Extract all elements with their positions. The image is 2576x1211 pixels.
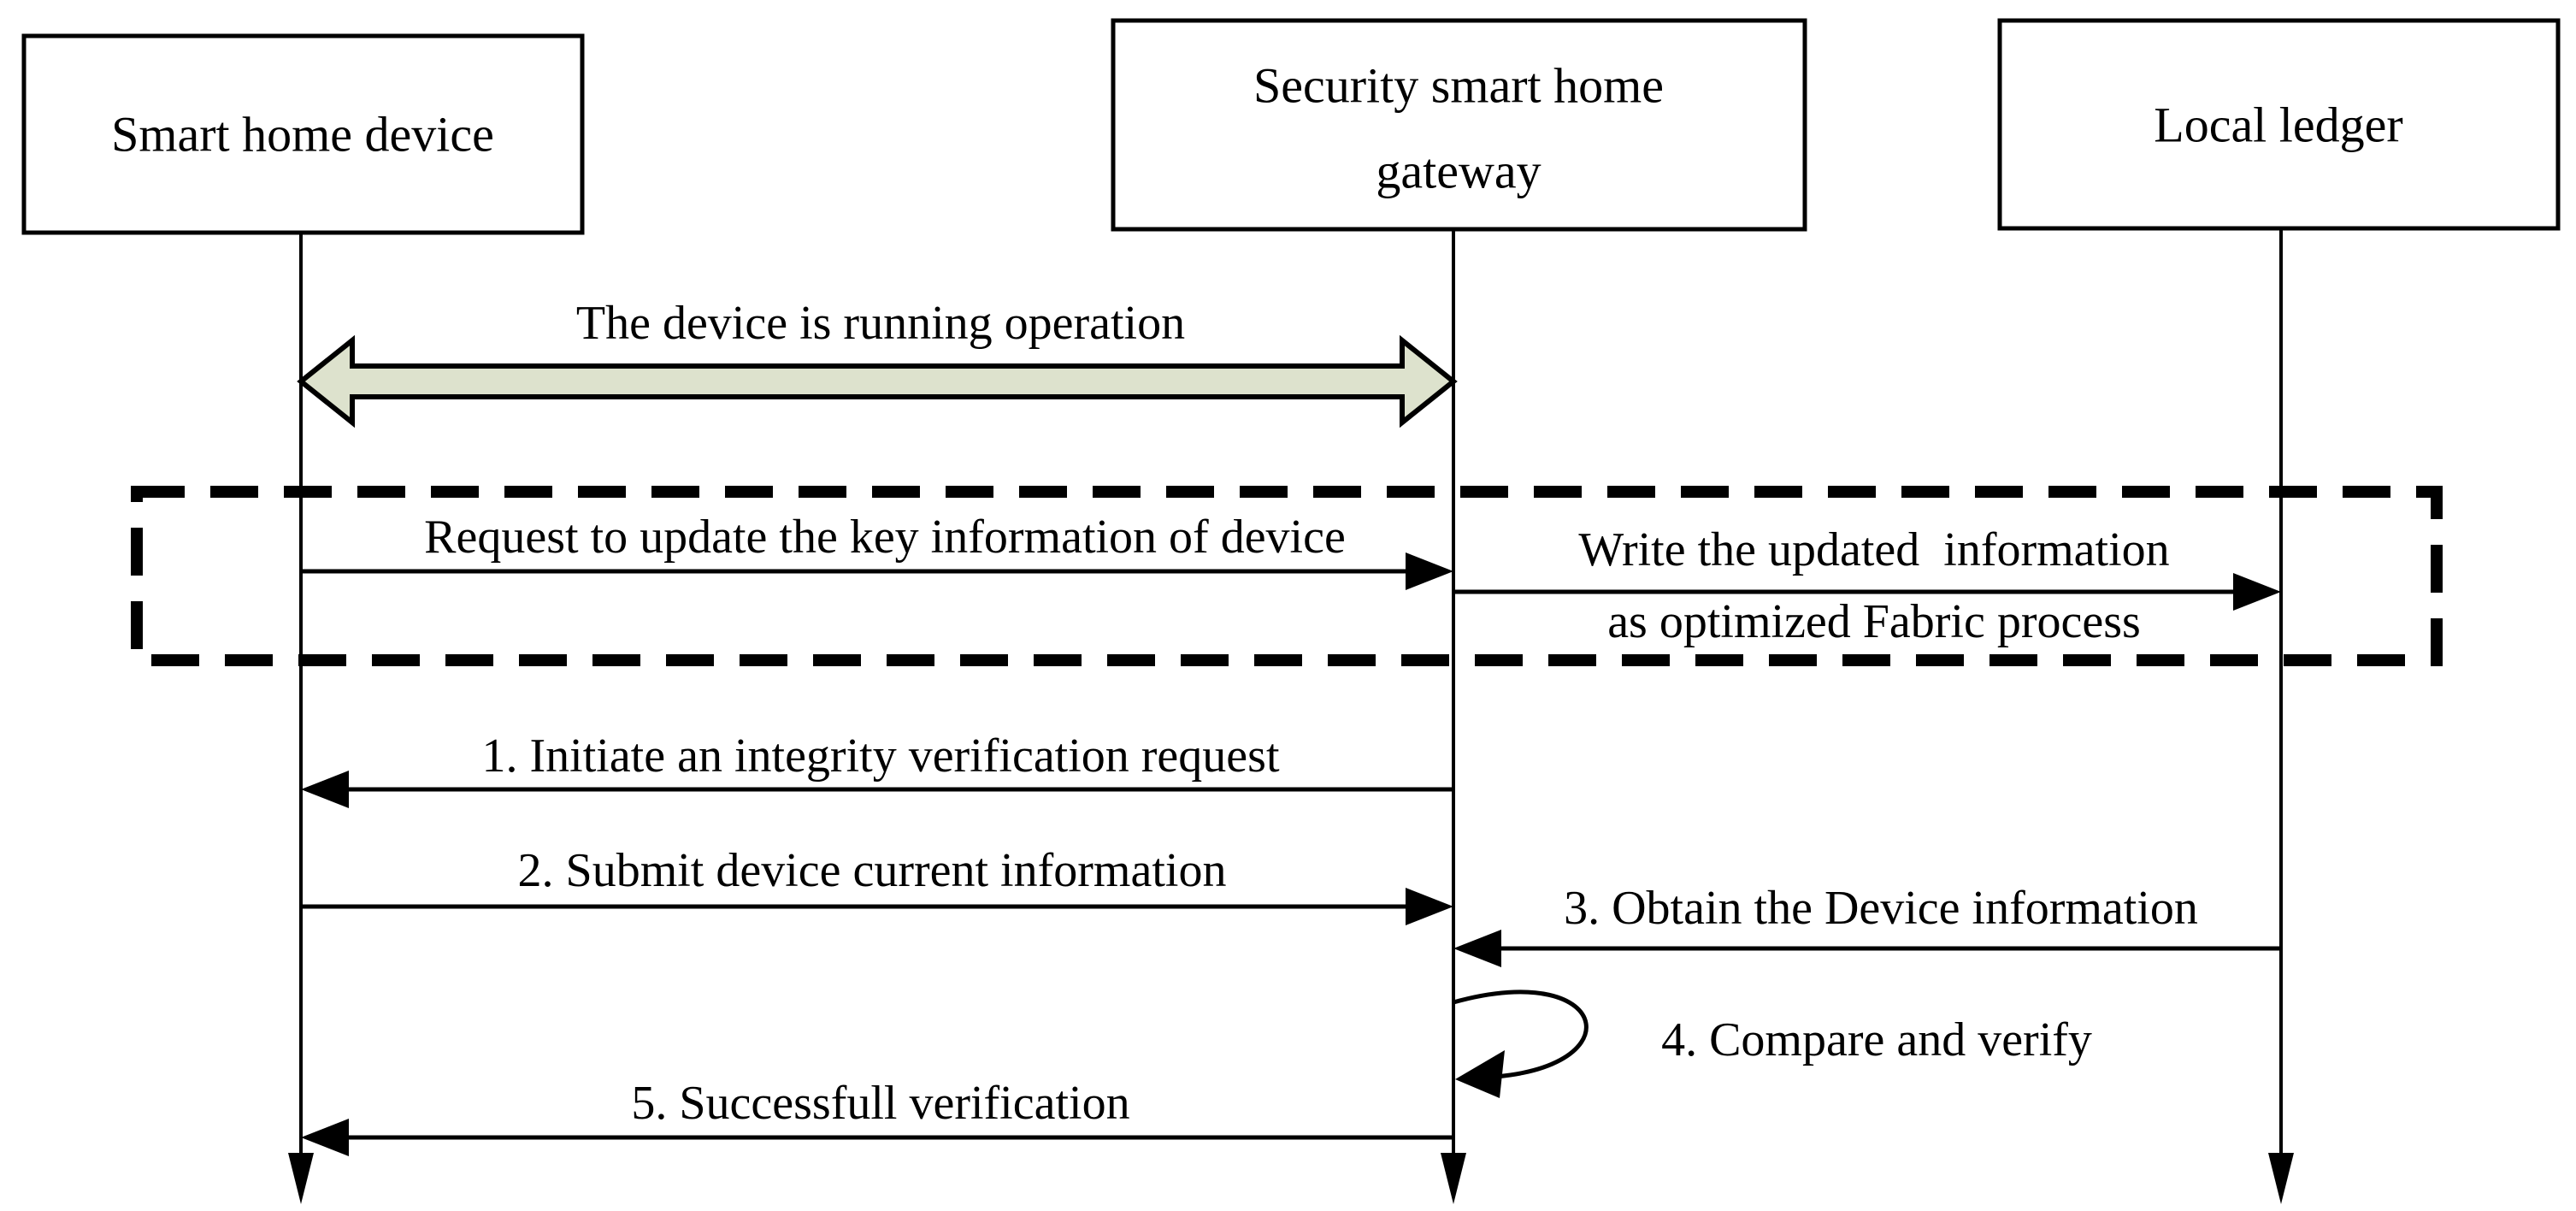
self-loop-step4 (1453, 989, 1589, 1080)
message-label-write-info-line2: as optimized Fabric process (1607, 595, 2141, 648)
message-label-step5: 5. Successfull verification (631, 1077, 1129, 1130)
arrowhead-write-info-icon (2233, 573, 2281, 611)
lifeline-end-arrow-gateway-icon (1441, 1153, 1466, 1204)
message-label-step2: 2. Submit device current information (518, 844, 1227, 897)
message-label-write-info-line1: Write the updated information (1578, 523, 2169, 576)
double-arrow-running-operation (297, 334, 1458, 428)
participant-box-smart-home-device (21, 33, 585, 235)
arrowhead-update-key-icon (1406, 552, 1453, 590)
message-label-step1: 1. Initiate an integrity verification re… (482, 730, 1280, 783)
arrowhead-step2-icon (1406, 888, 1453, 925)
lifeline-end-arrow-device-icon (288, 1153, 314, 1204)
participant-label-gateway-line1: Security smart home (1253, 58, 1664, 114)
participant-box-local-ledger (1997, 18, 2561, 231)
arrowhead-step3-icon (1453, 930, 1501, 967)
dashed-group-box (131, 486, 2443, 666)
participant-label-smart-home-device: Smart home device (111, 107, 494, 162)
participant-label-gateway-line2: gateway (1376, 144, 1541, 199)
arrowhead-step4-icon (1455, 1050, 1505, 1098)
message-label-update-key: Request to update the key information of… (424, 511, 1346, 564)
message-label-step4: 4. Compare and verify (1661, 1013, 2092, 1066)
arrowhead-step5-icon (301, 1119, 349, 1156)
arrowhead-step1-icon (301, 771, 349, 808)
participant-box-gateway (1111, 18, 1807, 232)
participant-label-local-ledger: Local ledger (2154, 97, 2402, 153)
message-label-running-operation: The device is running operation (576, 297, 1185, 350)
lifeline-end-arrow-ledger-icon (2268, 1153, 2294, 1204)
message-label-step3: 3. Obtain the Device information (1564, 882, 2198, 935)
